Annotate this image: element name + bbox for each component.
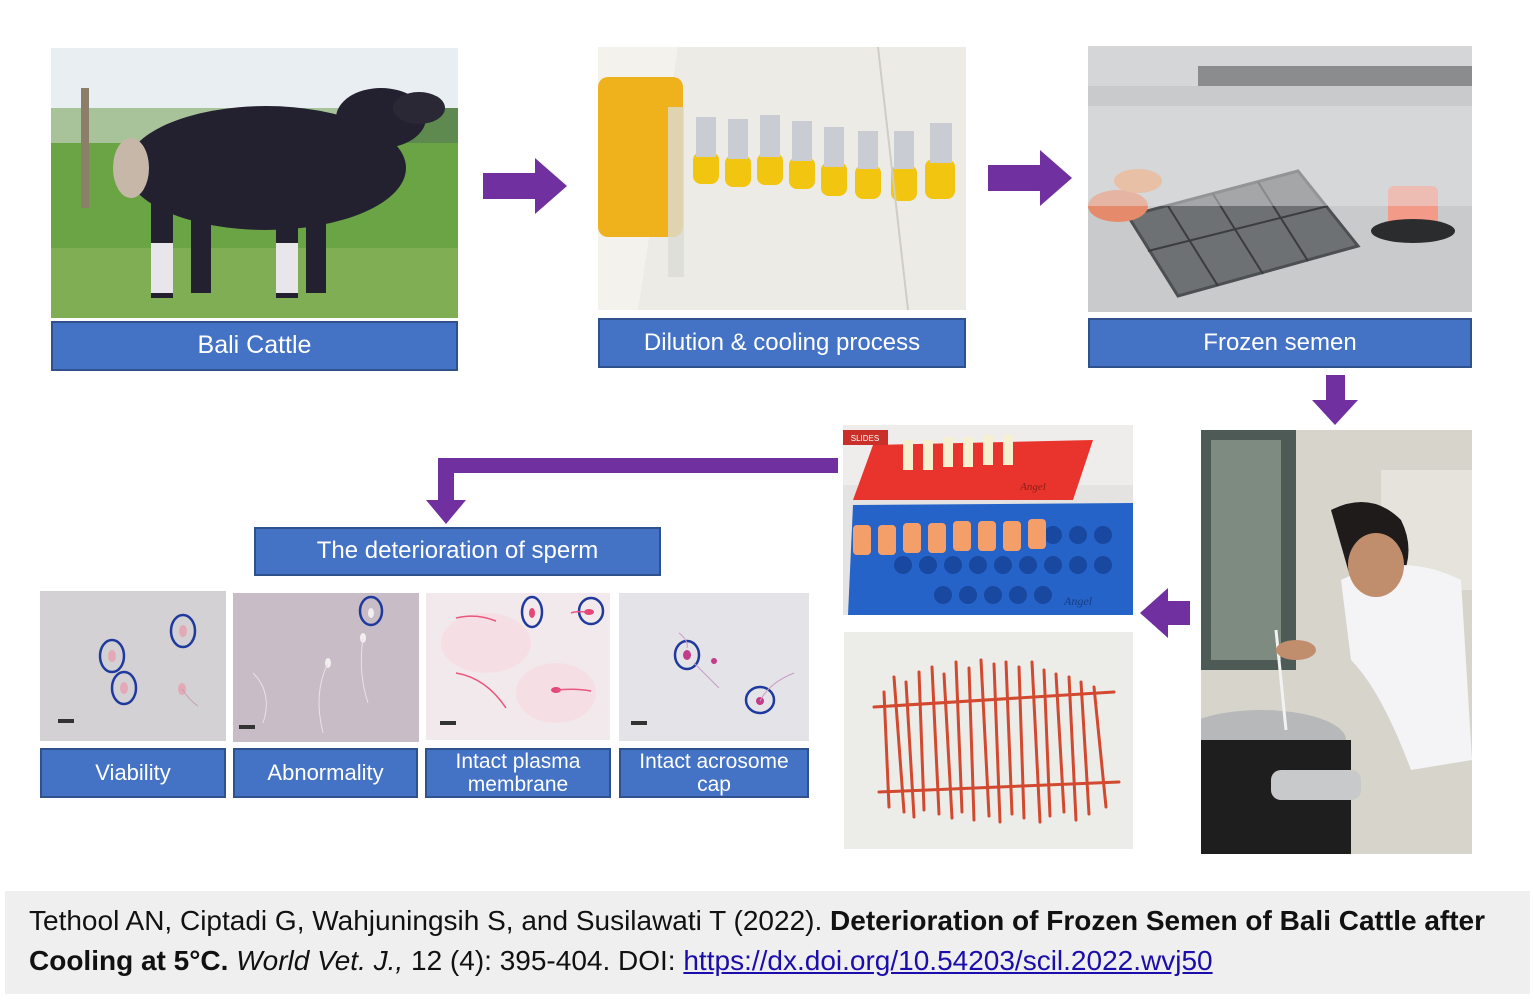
abnormality-micrograph bbox=[233, 593, 419, 742]
frozen-semen-label-text: Frozen semen bbox=[1203, 328, 1357, 356]
tube-rack-photo: SLIDES Angel Angel bbox=[843, 425, 1133, 615]
deterioration-label-text: The deterioration of sperm bbox=[316, 537, 599, 565]
dilution-label: Dilution & cooling process bbox=[598, 318, 966, 368]
viability-label: Viability bbox=[40, 748, 226, 798]
acrosome-label-line2: cap bbox=[697, 773, 731, 796]
bali-cattle-photo bbox=[51, 48, 458, 318]
arrow-down-1 bbox=[1312, 375, 1358, 425]
plasma-membrane-label-line1: Intact plasma bbox=[455, 749, 581, 773]
citation-title: Deterioration of Frozen Semen of Bali Ca… bbox=[29, 905, 1486, 976]
bali-cattle-label: Bali Cattle bbox=[51, 321, 458, 371]
plasma-membrane-label-line2: membrane bbox=[467, 773, 569, 796]
arrow-elbow bbox=[426, 458, 838, 524]
acrosome-micrograph bbox=[619, 593, 809, 741]
citation-authors: Tethool AN, Ciptadi G, Wahjuningsih S, a… bbox=[29, 905, 831, 936]
dilution-label-text: Dilution & cooling process bbox=[643, 328, 921, 356]
straws-photo bbox=[844, 632, 1133, 849]
rack-brand-blue: Angel bbox=[1063, 594, 1093, 608]
plasma-membrane-micrograph bbox=[426, 593, 610, 740]
abnormality-label-text: Abnormality bbox=[267, 759, 384, 785]
citation-volume: 12 (4): 395-404. DOI: bbox=[403, 945, 684, 976]
rack-brand-red: Angel bbox=[1019, 481, 1046, 493]
abnormality-label: Abnormality bbox=[233, 748, 418, 798]
citation-box: Tethool AN, Ciptadi G, Wahjuningsih S, a… bbox=[5, 891, 1530, 994]
acrosome-label: Intact acrosome cap bbox=[619, 748, 809, 798]
citation-journal: World Vet. J., bbox=[236, 945, 404, 976]
viability-label-text: Viability bbox=[95, 759, 171, 785]
arrow-right-1 bbox=[483, 158, 567, 214]
plasma-membrane-label: Intact plasma membrane bbox=[425, 748, 611, 798]
frozen-semen-label: Frozen semen bbox=[1088, 318, 1472, 368]
citation-doi-link[interactable]: https://dx.doi.org/10.54203/scil.2022.wv… bbox=[683, 945, 1213, 976]
citation-text: Tethool AN, Ciptadi G, Wahjuningsih S, a… bbox=[21, 901, 1514, 981]
rack-tag-text: SLIDES bbox=[851, 434, 879, 443]
deterioration-label: The deterioration of sperm bbox=[254, 527, 661, 576]
frozen-semen-photo bbox=[1088, 46, 1472, 312]
dilution-photo bbox=[598, 47, 966, 310]
arrow-left-1 bbox=[1140, 588, 1190, 638]
acrosome-label-line1: Intact acrosome bbox=[639, 749, 789, 773]
thawing-photo bbox=[1201, 430, 1472, 854]
bali-cattle-label-text: Bali Cattle bbox=[197, 331, 312, 360]
arrow-right-2 bbox=[988, 150, 1072, 206]
viability-micrograph bbox=[40, 591, 226, 741]
